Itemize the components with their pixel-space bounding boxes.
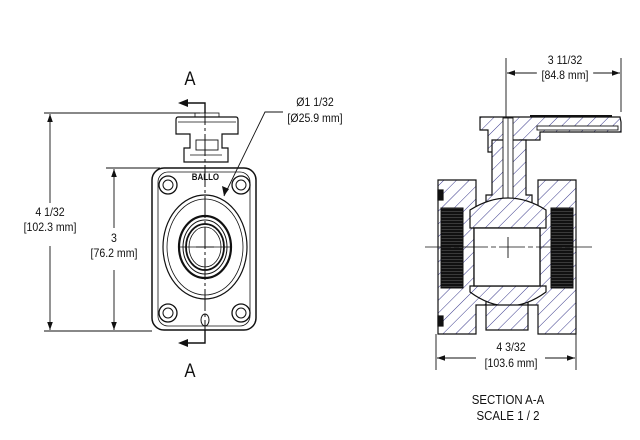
section-arrow-top xyxy=(185,102,206,113)
dim-bore-metric: [Ø25.9 mm] xyxy=(285,111,345,125)
dim-body-length-metric: [103.6 mm] xyxy=(481,356,541,370)
dim-body-height-metric: [76.2 mm] xyxy=(85,246,143,260)
logo-text: BALLO xyxy=(191,172,220,182)
section-marker-bottom: A xyxy=(184,361,196,382)
ball-top xyxy=(469,197,547,229)
handle-slot xyxy=(536,125,619,131)
body-bottom xyxy=(485,304,529,331)
section-title: SECTION A-A xyxy=(471,392,545,407)
dim-overall-height-metric: [102.3 mm] xyxy=(21,220,79,234)
section-view xyxy=(425,58,622,370)
arrow-head xyxy=(178,339,188,347)
dim-body-length-imperial: 4 3/32 xyxy=(481,340,541,354)
section-arrow-bottom xyxy=(185,330,206,344)
section-scale: SCALE 1 / 2 xyxy=(476,408,540,423)
valve-body xyxy=(151,167,257,331)
dim-body-height-imperial: 3 xyxy=(85,231,143,245)
ball-bore xyxy=(473,227,541,287)
thread-right xyxy=(550,207,574,289)
bolt-holes xyxy=(158,175,251,323)
section-marker-top: A xyxy=(184,69,196,90)
o-ring xyxy=(437,189,444,201)
arrow-head xyxy=(178,99,188,107)
arrow-head xyxy=(222,186,229,196)
o-ring xyxy=(437,315,444,327)
dim-bore-imperial: Ø1 1/32 xyxy=(285,95,345,109)
dim-overall-height-imperial: 4 1/32 xyxy=(21,205,79,219)
front-view xyxy=(44,99,283,347)
thread-left xyxy=(440,207,464,289)
dim-handle-length-metric: [84.8 mm] xyxy=(536,68,594,82)
handle-top xyxy=(175,112,239,163)
bore-leader-line xyxy=(223,111,283,197)
dim-handle-length-imperial: 3 11/32 xyxy=(536,53,594,67)
